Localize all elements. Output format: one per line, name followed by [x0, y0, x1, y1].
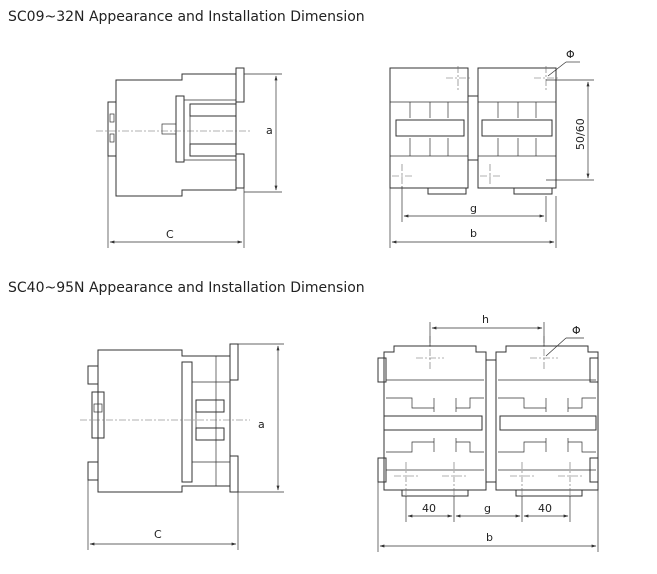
dim-label-c-bottom: C [154, 528, 162, 541]
dim-label-b-top: b [470, 227, 477, 240]
dim-label-phi-top: Φ [566, 48, 575, 61]
dim-label-c: C [166, 228, 174, 241]
dim-label-40-right: 40 [538, 502, 552, 515]
bottom-front-view: h Φ 40 g 40 b [377, 313, 599, 552]
dim-label-g-top: g [470, 202, 477, 215]
heading-sc09-32n: SC09~32N Appearance and Installation Dim… [8, 9, 365, 25]
dim-label-g-bottom: g [484, 502, 491, 515]
top-front-view: Φ 50/60 g b [389, 48, 594, 248]
dim-label-b-bottom: b [486, 531, 493, 544]
heading-sc40-95n: SC40~95N Appearance and Installation Dim… [8, 280, 365, 296]
dim-label-a: a [266, 124, 273, 137]
bottom-side-view: a C [80, 343, 284, 550]
dim-label-40-left: 40 [422, 502, 436, 515]
dim-label-phi-bottom: Φ [572, 324, 581, 337]
dim-label-50-60: 50/60 [574, 118, 587, 150]
dim-label-h: h [482, 313, 489, 326]
top-side-view: a C [96, 67, 282, 248]
dim-label-a-bottom: a [258, 418, 265, 431]
